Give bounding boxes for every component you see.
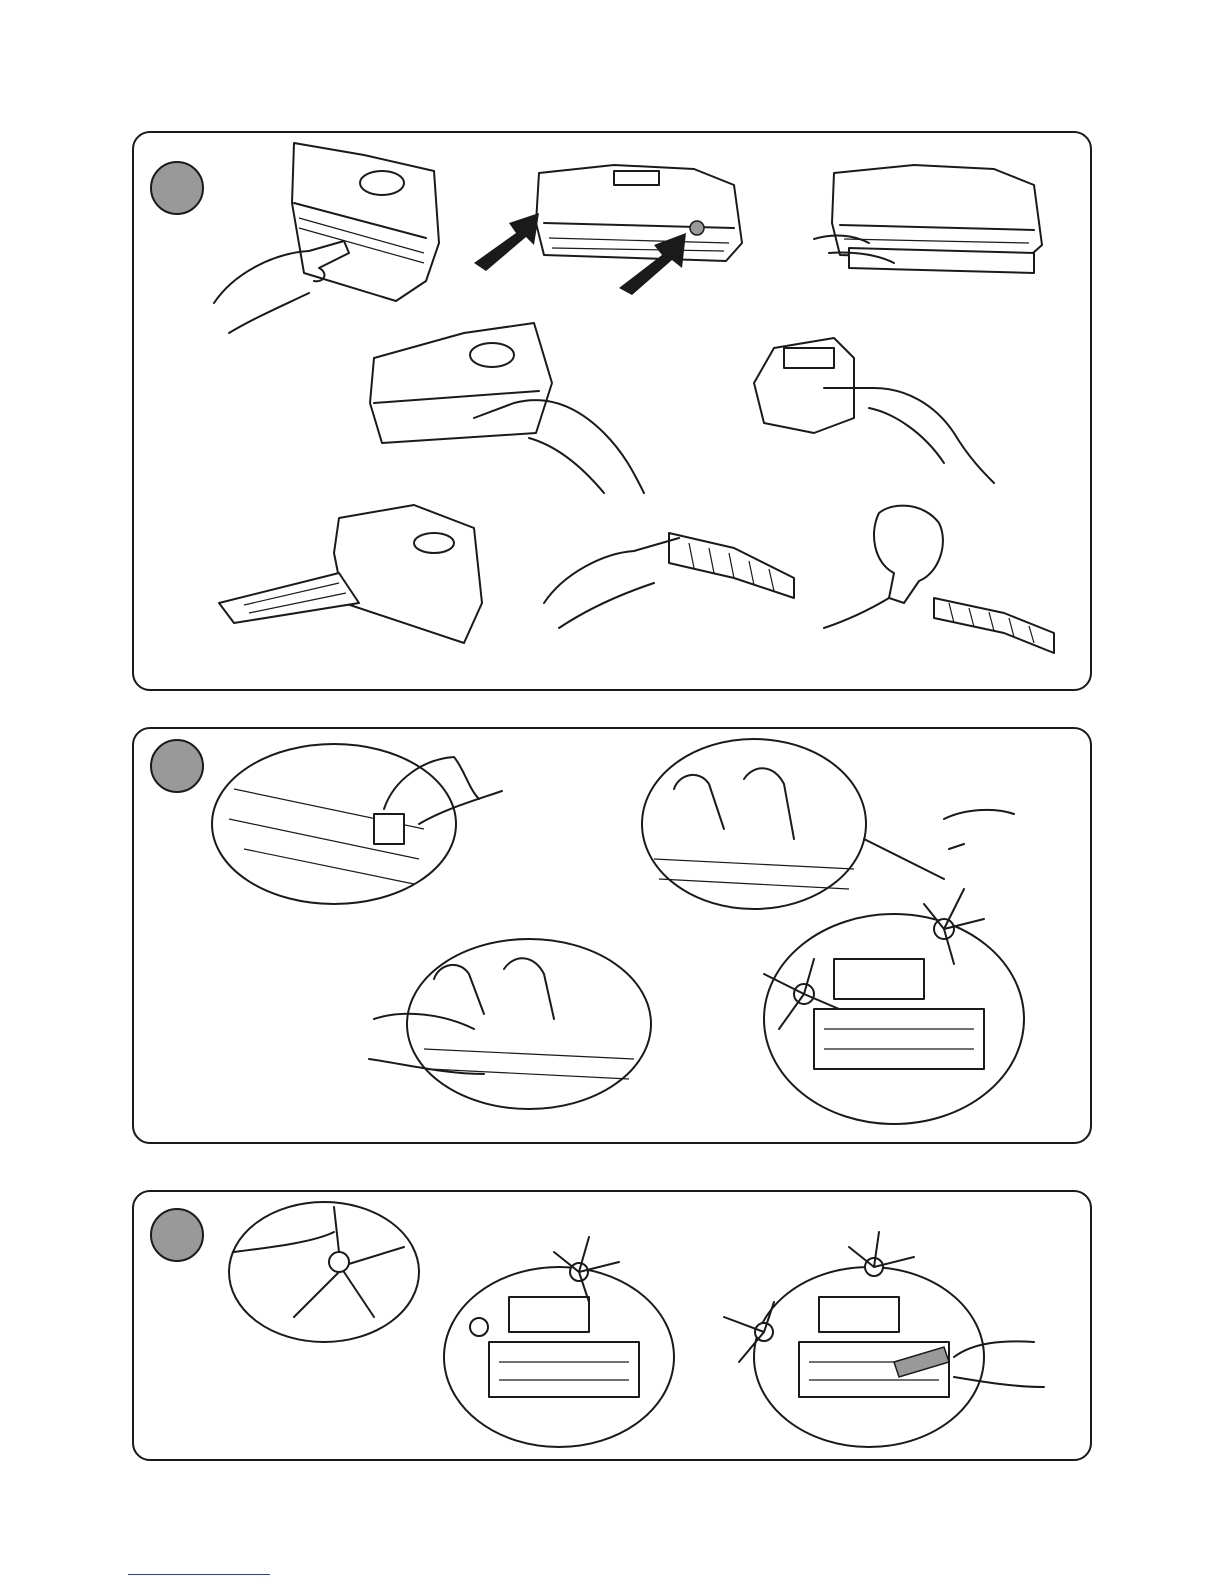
panel-side-brush-cleaning: [132, 1190, 1092, 1461]
robot-underside-replace: [724, 1232, 1044, 1447]
dustbin-open-illustration: [814, 165, 1042, 273]
side-brush-removal-callout: [229, 1202, 419, 1342]
bin-corner-brush-illustration: [754, 338, 994, 483]
dustbin-release-illustration: [474, 165, 742, 295]
hairdryer-filter-illustration: [824, 506, 1054, 653]
brush-holder-callout: [642, 739, 1014, 909]
bin-filter-illustration: [370, 323, 644, 493]
footer-rule: [128, 1574, 270, 1575]
main-brush-illustrations: [134, 729, 1092, 1144]
robot-underside-illustration: [764, 889, 1024, 1124]
panel-main-brush-cleaning: [132, 727, 1092, 1144]
dustbin-brush-illustration: [214, 143, 439, 333]
side-brush-illustrations: [134, 1192, 1092, 1461]
filter-brushing-illustration: [544, 533, 794, 628]
robot-underside-brushes: [444, 1237, 674, 1447]
filter-cleaning-illustrations: [134, 133, 1092, 691]
panel-filter-cleaning: [132, 131, 1092, 691]
brush-release-callout: [212, 744, 502, 904]
brush-insert-callout: [369, 939, 651, 1109]
filter-removed-illustration: [219, 505, 482, 643]
